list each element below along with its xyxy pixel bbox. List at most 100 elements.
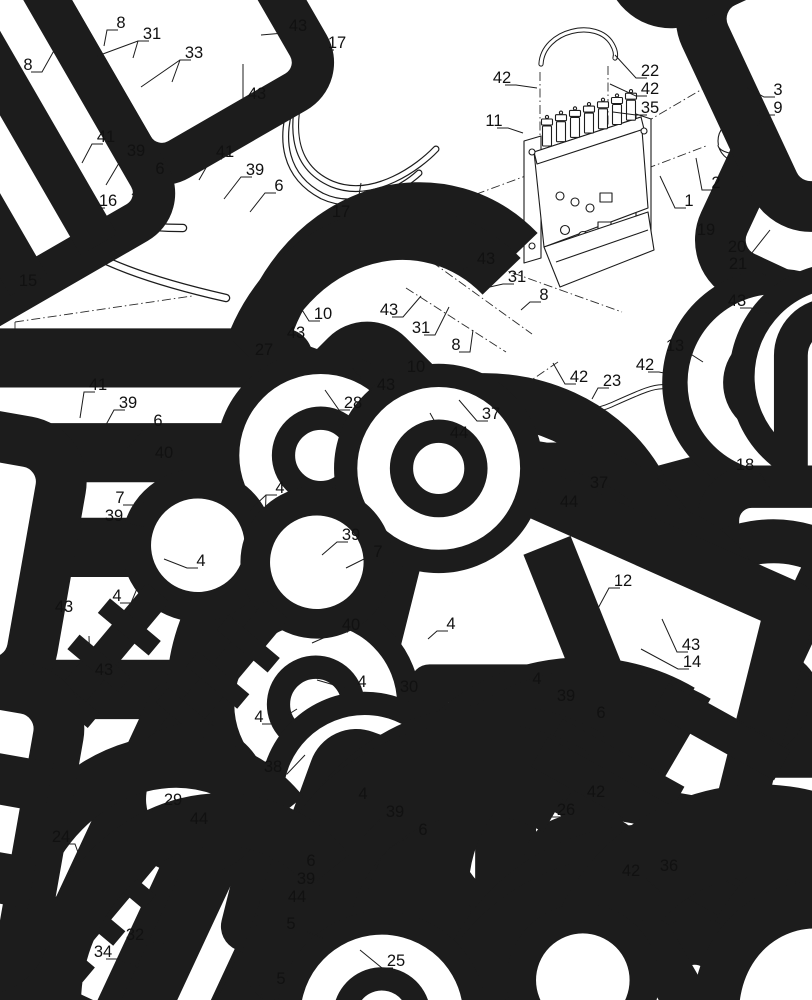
- callout-label: 25: [387, 952, 405, 970]
- callout-label: 2: [711, 174, 720, 192]
- callout-label: 43: [289, 17, 307, 35]
- callout-label: 31: [508, 268, 526, 286]
- callout-label: 27: [255, 341, 273, 359]
- callout-label: 43: [377, 376, 395, 394]
- callout-label: 34: [94, 943, 112, 961]
- callout-label: 7: [115, 489, 124, 507]
- callout-32: 32: [126, 926, 169, 945]
- callout-17: 17: [332, 182, 362, 221]
- callout-28: 28: [324, 389, 362, 412]
- callout-label: 6: [418, 821, 427, 839]
- callout-6: 6: [306, 852, 331, 876]
- callout-12: 12: [595, 572, 632, 613]
- callout-label: 39: [297, 870, 315, 888]
- callout-8: 8: [103, 14, 126, 47]
- callout-label: 8: [451, 336, 460, 354]
- callout-label: 41: [216, 143, 234, 161]
- callout-label: 4: [196, 552, 205, 570]
- callout-16: 16: [85, 192, 117, 216]
- callout-label: 39: [127, 142, 145, 160]
- callout-43: 43: [242, 64, 266, 103]
- callout-6: 6: [126, 412, 163, 450]
- callout-37: 37: [458, 399, 500, 423]
- callout-label: 5: [276, 970, 285, 988]
- callout-label: 9: [773, 99, 782, 117]
- callout-label: 43: [380, 301, 398, 319]
- callout-label: 43: [55, 598, 73, 616]
- callout-label: 42: [622, 862, 640, 880]
- callout-label: 40: [155, 444, 173, 462]
- callout-label: 41: [97, 128, 115, 146]
- callout-31: 31: [412, 306, 450, 337]
- callout-label: 28: [344, 394, 362, 412]
- callout-43: 43: [260, 17, 307, 36]
- callout-label: 44: [560, 493, 578, 511]
- callout-label: 37: [590, 474, 608, 492]
- callout-43: 43: [88, 635, 113, 679]
- callout-label: 6: [155, 160, 164, 178]
- callout-5: 5: [276, 968, 312, 988]
- callout-44: 44: [539, 482, 578, 511]
- callout-6: 6: [387, 821, 428, 850]
- callout-14: 14: [640, 648, 701, 671]
- callout-42: 42: [562, 780, 605, 801]
- callout-label: 42: [493, 69, 511, 87]
- callout-7: 7: [345, 543, 383, 569]
- callout-label: 11: [485, 112, 502, 130]
- callout-35: 35: [612, 99, 659, 117]
- callout-42: 42: [636, 356, 685, 378]
- callout-label: 36: [660, 857, 678, 875]
- callout-39: 39: [100, 394, 137, 435]
- callout-label: 10: [407, 358, 425, 376]
- callout-42: 42: [622, 862, 662, 893]
- callout-6: 6: [249, 177, 284, 213]
- callout-25: 25: [359, 949, 405, 970]
- callout-4: 4: [163, 552, 206, 570]
- callout-44: 44: [429, 412, 468, 442]
- callout-6: 6: [596, 689, 625, 722]
- callout-31: 31: [91, 25, 161, 59]
- callout-label: 39: [119, 394, 137, 412]
- callout-42: 42: [552, 362, 588, 386]
- callout-label: 16: [99, 192, 117, 210]
- callout-label: 4: [112, 587, 121, 605]
- callout-42: 42: [609, 80, 659, 98]
- callout-30: 30: [400, 678, 441, 707]
- callout-label: 8: [539, 286, 548, 304]
- callout-26: 26: [536, 796, 575, 819]
- callout-27: 27: [232, 339, 273, 359]
- callout-label: 42: [570, 368, 588, 386]
- callout-label: 10: [314, 305, 332, 323]
- callout-label: 42: [636, 356, 654, 374]
- callout-label: 15: [19, 272, 37, 290]
- callout-label: 8: [116, 14, 125, 32]
- callout-8: 8: [451, 329, 474, 354]
- callout-label: 35: [641, 99, 659, 117]
- callout-label: 23: [603, 372, 621, 390]
- callout-3: 3: [745, 81, 783, 99]
- callout-39: 39: [223, 161, 264, 200]
- callout-label: 17: [332, 203, 350, 221]
- callout-4: 4: [112, 578, 142, 605]
- callout-label: 26: [557, 801, 575, 819]
- callout-44: 44: [184, 810, 208, 848]
- callout-4: 4: [340, 785, 368, 817]
- callout-39: 39: [321, 526, 360, 556]
- screw-part: [520, 918, 645, 1000]
- callout-label: 39: [105, 507, 123, 525]
- callout-31: 31: [480, 268, 526, 290]
- callout-18: 18: [736, 456, 771, 489]
- callout-5: 5: [286, 915, 326, 940]
- callout-11: 11: [485, 112, 524, 134]
- callout-label: 43: [248, 85, 266, 103]
- callout-label: 39: [246, 161, 264, 179]
- callout-40: 40: [155, 444, 185, 478]
- callout-41: 41: [81, 128, 115, 164]
- callout-4: 4: [427, 615, 456, 640]
- callout-label: 44: [450, 424, 468, 442]
- callout-label: 12: [614, 572, 632, 590]
- callout-8: 8: [23, 46, 57, 74]
- callout-21: 21: [729, 255, 773, 278]
